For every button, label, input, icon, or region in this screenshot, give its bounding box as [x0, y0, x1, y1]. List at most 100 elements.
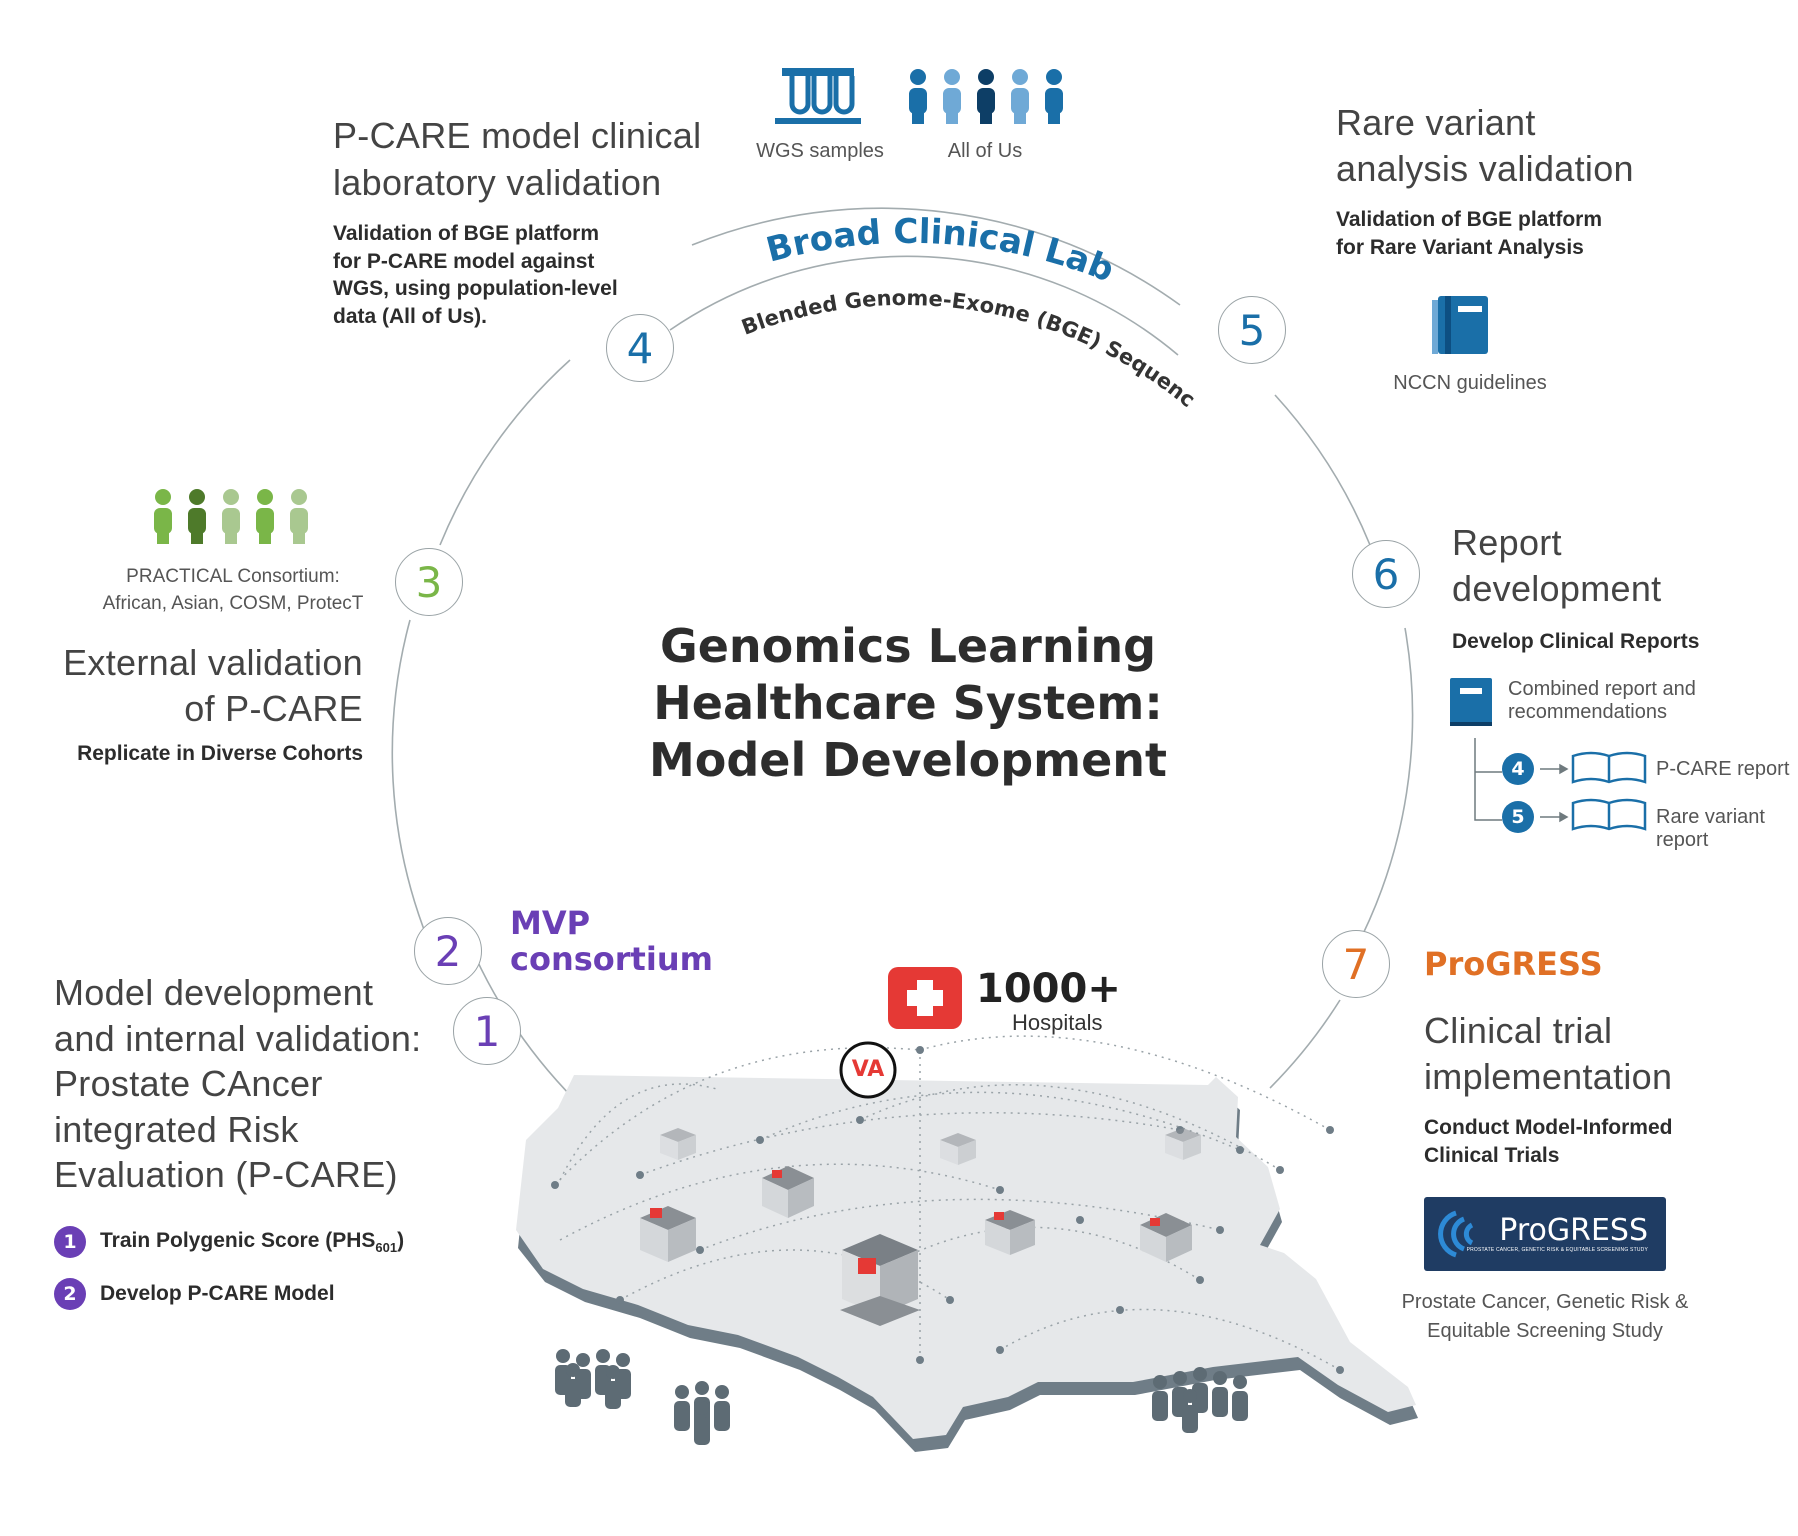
- va-badge: VA: [851, 1057, 885, 1082]
- step-1-item-1: 1 Train Polygenic Score (PHS601): [54, 1226, 404, 1258]
- progress-study-name: Prostate Cancer, Genetic Risk & Equitabl…: [1390, 1288, 1700, 1346]
- study-name-line: Prostate Cancer, Genetic Risk &: [1401, 1291, 1689, 1313]
- step-1-title: Model development and internal validatio…: [54, 970, 421, 1198]
- step-5-desc-line: for Rare Variant Analysis: [1336, 235, 1584, 259]
- step-1-title-line: Evaluation (P-CARE): [54, 1154, 398, 1195]
- item-1-badge: 1: [54, 1226, 86, 1258]
- center-title-line: Model Development: [648, 733, 1168, 787]
- center-title: Genomics Learning Healthcare System: Mod…: [648, 618, 1168, 789]
- hospital-building-icon: [1165, 1128, 1201, 1160]
- step-7-badge: 7: [1322, 930, 1390, 998]
- hospitals-label: Hospitals: [1012, 1010, 1103, 1035]
- progress-logo: ProGRESS PROSTATE CANCER, GENETIC RISK &…: [1424, 1197, 1666, 1271]
- va-badge-ring: [839, 1041, 897, 1099]
- report-4-badge: 4: [1502, 753, 1534, 785]
- hospital-building-icon: [1140, 1213, 1192, 1262]
- step-4-title: P-CARE model clinical laboratory validat…: [333, 112, 701, 206]
- guidelines-book-icon: [1432, 296, 1488, 354]
- hospital-building-icon: [940, 1133, 976, 1165]
- step-4-desc: Validation of BGE platform for P-CARE mo…: [333, 220, 618, 330]
- step-4-badge: 4: [606, 314, 674, 382]
- step-7-desc-line: Conduct Model-Informed: [1424, 1116, 1673, 1139]
- p-care-report-row: 4: [1502, 753, 1534, 785]
- test-tubes-icon: [775, 68, 861, 124]
- step-3-desc: Replicate in Diverse Cohorts: [77, 742, 363, 765]
- step-7-desc-line: Clinical Trials: [1424, 1143, 1560, 1167]
- step-4-title-line: P-CARE model clinical: [333, 115, 702, 156]
- step-7-desc: Conduct Model-Informed Clinical Trials: [1424, 1114, 1672, 1169]
- item-1-label: Train Polygenic Score (PHS: [100, 1228, 376, 1252]
- step-1-title-line: Prostate CAncer: [54, 1063, 323, 1104]
- cohort-people-icon: [154, 489, 308, 544]
- allofus-label: All of Us: [947, 140, 1023, 162]
- step-5-title-line: Rare variant: [1336, 102, 1536, 143]
- network-nodes: [551, 1046, 1344, 1374]
- hospital-building-icon: [762, 1166, 814, 1218]
- rare-variant-report-label: Rare variant report: [1656, 806, 1765, 851]
- hospital-building-icon: [985, 1210, 1035, 1255]
- step-3-cohorts: PRACTICAL Consortium: African, Asian, CO…: [88, 563, 378, 617]
- step-1-title-line: and internal validation:: [54, 1017, 422, 1059]
- step-3-cohort-line: African, Asian, COSM, ProtecT: [102, 593, 364, 614]
- report-arrows: [1540, 763, 1569, 823]
- study-name-line: Equitable Screening Study: [1427, 1320, 1663, 1342]
- report-tree-lines: [1474, 738, 1502, 821]
- hospital-building-icon: [660, 1128, 696, 1160]
- item-2-text: Develop P-CARE Model: [100, 1282, 335, 1305]
- step-5-title-line: analysis validation: [1336, 148, 1634, 189]
- step-4-desc-line: for P-CARE model against: [333, 249, 595, 273]
- crowd-icon: [555, 1349, 631, 1409]
- hospital-buildings: [640, 1128, 1201, 1326]
- step-1-badge: 1: [453, 997, 521, 1065]
- step-3-badge: 3: [395, 548, 463, 616]
- combined-report-line: Combined report and: [1508, 678, 1696, 700]
- wgs-label: WGS samples: [756, 140, 884, 162]
- p-care-report-label: P-CARE report: [1656, 758, 1790, 780]
- hospitals-count: 1000+: [976, 966, 1121, 1012]
- progress-brand: ProGRESS: [1424, 945, 1603, 983]
- people-icon: [909, 69, 1063, 124]
- center-title-line: Genomics Learning: [659, 619, 1157, 673]
- report-5-badge: 5: [1502, 801, 1534, 833]
- step-1-title-line: Model development: [54, 972, 374, 1013]
- cycle-arcs: [391, 207, 1414, 1101]
- step-4-desc-line: data (All of Us).: [333, 304, 488, 328]
- step-4-desc-line: Validation of BGE platform: [333, 222, 600, 245]
- step-5-desc-line: Validation of BGE platform: [1336, 208, 1603, 231]
- item-1-subscript: 601: [375, 1240, 398, 1256]
- step-6-title-line: development: [1452, 568, 1662, 609]
- step-6-title-line: Report: [1452, 522, 1562, 563]
- step-7-title-line: implementation: [1424, 1056, 1673, 1097]
- step-1-title-line: integrated Risk: [54, 1108, 299, 1150]
- center-title-line: Healthcare System:: [653, 676, 1163, 730]
- step-3-title-line: of P-CARE: [184, 688, 363, 729]
- open-book-icon: [1571, 751, 1647, 831]
- combined-report-line: recommendations: [1508, 701, 1667, 723]
- step-5-badge: 5: [1218, 296, 1286, 364]
- hospital-building-icon: [840, 1234, 920, 1326]
- step-5-title: Rare variant analysis validation: [1336, 100, 1634, 192]
- crowd-icon: [1152, 1367, 1248, 1433]
- us-map: [516, 1075, 1418, 1452]
- step-7-title: Clinical trial implementation: [1424, 1008, 1672, 1100]
- hospital-building-icon: [640, 1206, 696, 1262]
- step-1-item-2: 2 Develop P-CARE Model: [54, 1278, 335, 1310]
- item-1-close: ): [397, 1228, 405, 1252]
- mvp-line: consortium: [510, 940, 713, 978]
- step-6-title: Report development: [1452, 520, 1661, 612]
- crowd-icon: [674, 1381, 730, 1445]
- mvp-line: MVP: [510, 904, 591, 942]
- progress-logo-tagline: PROSTATE CANCER, GENETIC RISK & EQUITABL…: [1466, 1247, 1648, 1253]
- combined-report-label: Combined report and recommendations: [1508, 678, 1696, 724]
- step-4-title-line: laboratory validation: [333, 162, 662, 203]
- progress-waves-icon: [1438, 1210, 1474, 1258]
- step-6-desc: Develop Clinical Reports: [1452, 630, 1700, 653]
- rare-variant-report-row: 5: [1502, 801, 1534, 833]
- item-2-badge: 2: [54, 1278, 86, 1310]
- combined-report-icon: [1450, 678, 1492, 726]
- hospital-cross-icon: [888, 967, 962, 1029]
- step-7-title-line: Clinical trial: [1424, 1010, 1613, 1051]
- nccn-label: NCCN guidelines: [1393, 372, 1547, 394]
- step-5-desc: Validation of BGE platform for Rare Vari…: [1336, 206, 1602, 261]
